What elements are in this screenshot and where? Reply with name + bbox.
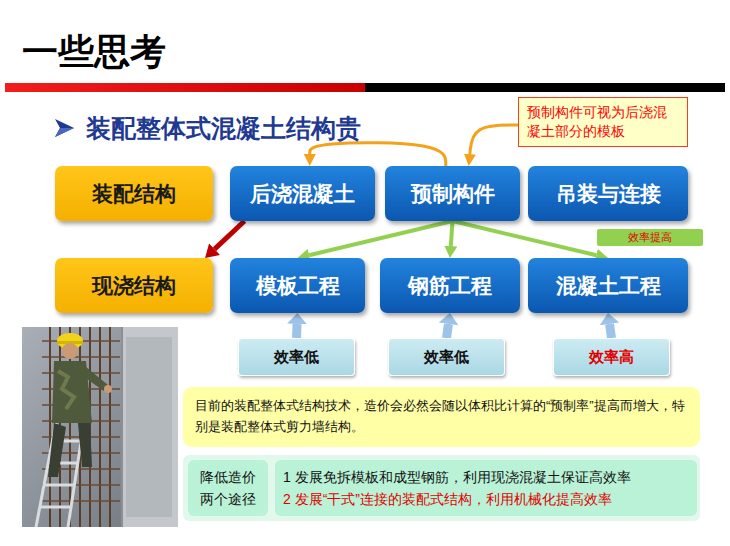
slide-title: 一些思考 [22,30,166,74]
process-box: 模板工程 [230,258,365,313]
connector-arrow [292,324,302,338]
callout-note: 预制构件可视为后浇混凝土部分的模板 [518,97,688,147]
efficiency-box: 效率高 [553,338,670,376]
tag-box: 效率提高 [597,229,703,246]
connector-arrow [470,125,518,154]
node-text: 预制构件 [411,180,495,208]
method-panel [183,455,700,521]
node-text: 后浇混凝土 [250,180,355,208]
method-box: 1 发展免拆模板和成型钢筋，利用现浇混凝土保证高效率2 发展“干式”连接的装配式… [275,460,697,516]
category-box: 现浇结构 [55,258,213,313]
category-box: 装配结构 [55,166,213,221]
node-text: 吊装与连接 [556,180,661,208]
bullet-heading: 装配整体式混凝土结构贵 [86,113,361,143]
process-box: 后浇混凝土 [230,166,375,221]
connector-arrow [310,143,446,166]
process-box: 混凝土工程 [528,258,688,313]
title-bar-red [5,83,365,92]
connector-arrow [215,221,245,249]
process-box: 预制构件 [385,166,520,221]
node-text: 现浇结构 [92,272,176,300]
node-text: 模板工程 [256,272,340,300]
node-text: 2 发展“干式”连接的装配式结构，利用机械化提高效率 [283,488,612,510]
process-box: 吊装与连接 [528,166,688,221]
node-text: 降低造价两个途径 [196,466,260,511]
node-text: 目前的装配整体式结构技术，造价会必然会随以体积比计算的“预制率”提高而增大，特别… [195,396,688,438]
node-text: 1 发展免拆模板和成型钢筋，利用现浇混凝土保证高效率 [283,466,631,488]
connector-arrow [309,221,452,255]
note-box: 目前的装配整体式结构技术，造价会必然会随以体积比计算的“预制率”提高而增大，特别… [183,387,700,447]
process-box: 钢筋工程 [380,258,520,313]
title-bar-black [365,83,725,92]
node-text: 效率低 [424,348,469,367]
node-text: 效率提高 [628,230,672,245]
bullet-arrow [55,119,74,137]
method-heading-box: 降低造价两个途径 [188,460,268,516]
connector-arrow [453,221,597,255]
connector-arrow [610,324,612,338]
node-text: 效率低 [274,348,319,367]
efficiency-box: 效率低 [388,338,505,376]
connector-arrow [447,324,449,338]
node-text: 混凝土工程 [556,272,661,300]
efficiency-box: 效率低 [238,338,355,376]
node-text: 装配结构 [92,180,176,208]
node-text: 预制构件可视为后浇混凝土部分的模板 [527,103,679,141]
node-text: 效率高 [589,348,634,367]
connector-arrow [451,221,453,246]
worker-photo [22,327,178,527]
node-text: 钢筋工程 [408,272,492,300]
